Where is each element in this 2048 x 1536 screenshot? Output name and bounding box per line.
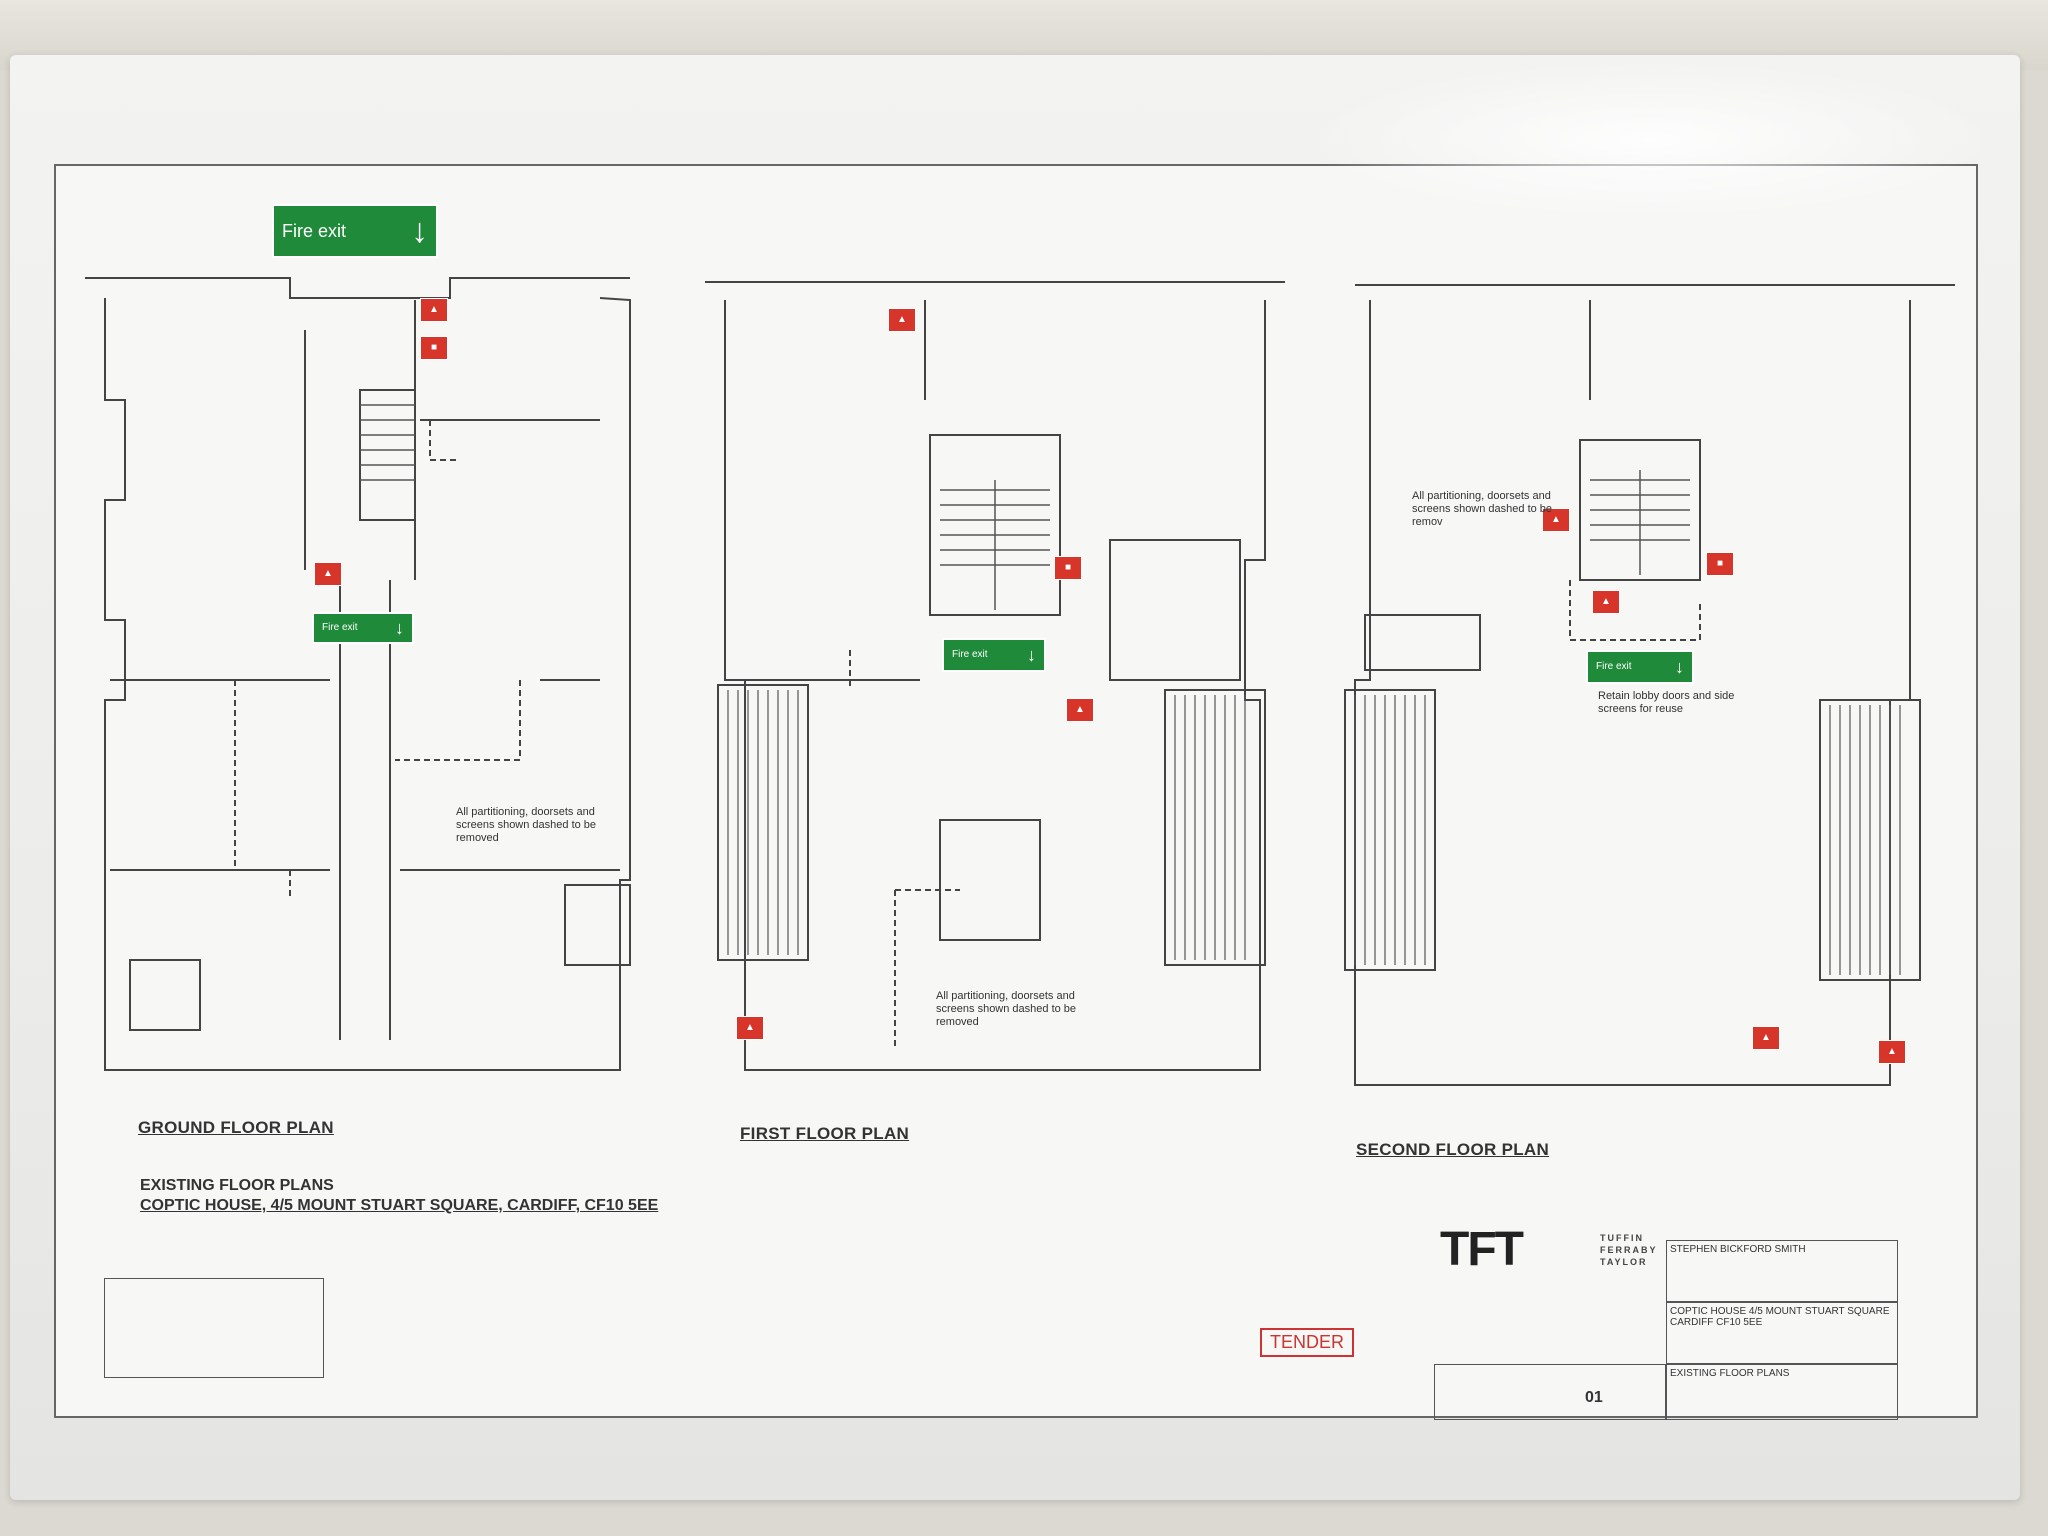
fire-extinguisher-icon: ▲ (314, 562, 342, 586)
second-floor-outline (1354, 284, 1955, 1086)
fire-extinguisher-icon: ▲ (736, 1016, 764, 1040)
second-floor-retain-note: Retain lobby doors and side screens for … (1598, 690, 1735, 715)
first-floor-interior (745, 300, 1241, 681)
drawing-sheet (54, 164, 1978, 1418)
second-floor-stair-treads (1590, 470, 1690, 575)
first-floor-plan-label: FIRST FLOOR PLAN (740, 1124, 910, 1143)
fire-exit-sign-first: Fire exit ↓ (942, 638, 1046, 672)
fire-alarm-icon: ■ (1706, 552, 1734, 576)
fire-extinguisher-icon: ▲ (420, 298, 448, 322)
fire-exit-sign-text: Fire exit (1596, 661, 1632, 672)
ground-floor-outline (85, 277, 631, 1071)
client-name: STEPHEN BICKFORD SMITH (1670, 1244, 1806, 1255)
client-box: STEPHEN BICKFORD SMITH (1666, 1240, 1898, 1302)
project-name: COPTIC HOUSE 4/5 MOUNT STUART SQUARE CAR… (1670, 1306, 1890, 1328)
first-floor-stair-treads (940, 480, 1050, 610)
fire-alarm-icon: ■ (420, 336, 448, 360)
first-floor-outline (705, 281, 1285, 1071)
ground-floor-store (564, 884, 631, 966)
tender-stamp: TENDER (1260, 1328, 1355, 1357)
first-floor-note: All partitioning, doorsets and screens s… (936, 990, 1077, 1028)
ground-floor-note: All partitioning, doorsets and screens s… (456, 806, 597, 844)
ground-floor-wc (129, 959, 201, 1031)
drawing-title: EXISTING FLOOR PLANS (140, 1177, 334, 1194)
disclaimer-box (104, 1278, 324, 1378)
fire-extinguisher-icon: ▲ (1542, 508, 1570, 532)
drawing-title-text: EXISTING FLOOR PLANS (1670, 1368, 1790, 1379)
drawing-number: 01 (1585, 1389, 1603, 1406)
fire-exit-sign-second: Fire exit ↓ (1586, 650, 1694, 684)
tft-firm-name: TUFFIN FERRABY TAYLOR (1600, 1233, 1658, 1267)
fire-exit-sign-ground: Fire exit ↓ (312, 612, 414, 644)
ground-floor-stair-treads (360, 404, 415, 481)
ground-floor-interior (110, 300, 620, 1040)
first-floor-core (939, 819, 1041, 941)
drawing-info-box: 01 (1434, 1364, 1666, 1420)
fire-extinguisher-icon: ▲ (1878, 1040, 1906, 1064)
fire-extinguisher-icon: ▲ (888, 308, 916, 332)
fire-exit-sign-text: Fire exit (322, 622, 358, 633)
second-floor-interior (1364, 300, 1701, 671)
ground-floor-stair (359, 389, 416, 521)
fire-exit-arrow-icon: ↓ (411, 211, 428, 250)
fire-extinguisher-icon: ▲ (1066, 698, 1094, 722)
second-floor-note: All partitioning, doorsets and screens s… (1412, 490, 1553, 528)
project-box: COPTIC HOUSE 4/5 MOUNT STUART SQUARE CAR… (1666, 1302, 1898, 1364)
second-floor-dashed-removal (1440, 580, 1701, 641)
fire-exit-sign-text: Fire exit (282, 221, 347, 241)
fire-exit-arrow-icon: ↓ (1675, 656, 1684, 677)
ground-floor-dashed-removal (234, 420, 521, 900)
first-floor-bay-hatching (727, 690, 1246, 960)
fire-exit-arrow-icon: ↓ (1027, 644, 1036, 665)
drawing-title-block: EXISTING FLOOR PLANS COPTIC HOUSE, 4/5 M… (140, 1176, 658, 1216)
second-floor-bay-hatching (1354, 695, 1901, 975)
ground-floor-plan-label: GROUND FLOOR PLAN (138, 1118, 334, 1137)
second-floor-right-bay (1819, 699, 1921, 981)
fire-exit-sign-text: Fire exit (952, 649, 988, 660)
first-floor-dashed-removal (849, 540, 1111, 1050)
drawing-title-box: EXISTING FLOOR PLANS (1666, 1364, 1898, 1420)
light-glare (1300, 60, 2000, 220)
first-floor-right-bay (1164, 689, 1266, 966)
second-floor-plan-label: SECOND FLOOR PLAN (1356, 1140, 1550, 1159)
fire-extinguisher-icon: ▲ (1752, 1026, 1780, 1050)
fire-exit-sign-top: Fire exit ↓ (272, 204, 438, 258)
first-floor-left-bay (717, 684, 809, 961)
second-floor-left-bay (1344, 689, 1436, 971)
drawing-address: COPTIC HOUSE, 4/5 MOUNT STUART SQUARE, C… (140, 1197, 659, 1214)
tft-logo: TFT (1440, 1223, 1524, 1276)
fire-extinguisher-icon: ▲ (1592, 590, 1620, 614)
fire-exit-arrow-icon: ↓ (395, 617, 404, 638)
fire-alarm-icon: ■ (1054, 556, 1082, 580)
